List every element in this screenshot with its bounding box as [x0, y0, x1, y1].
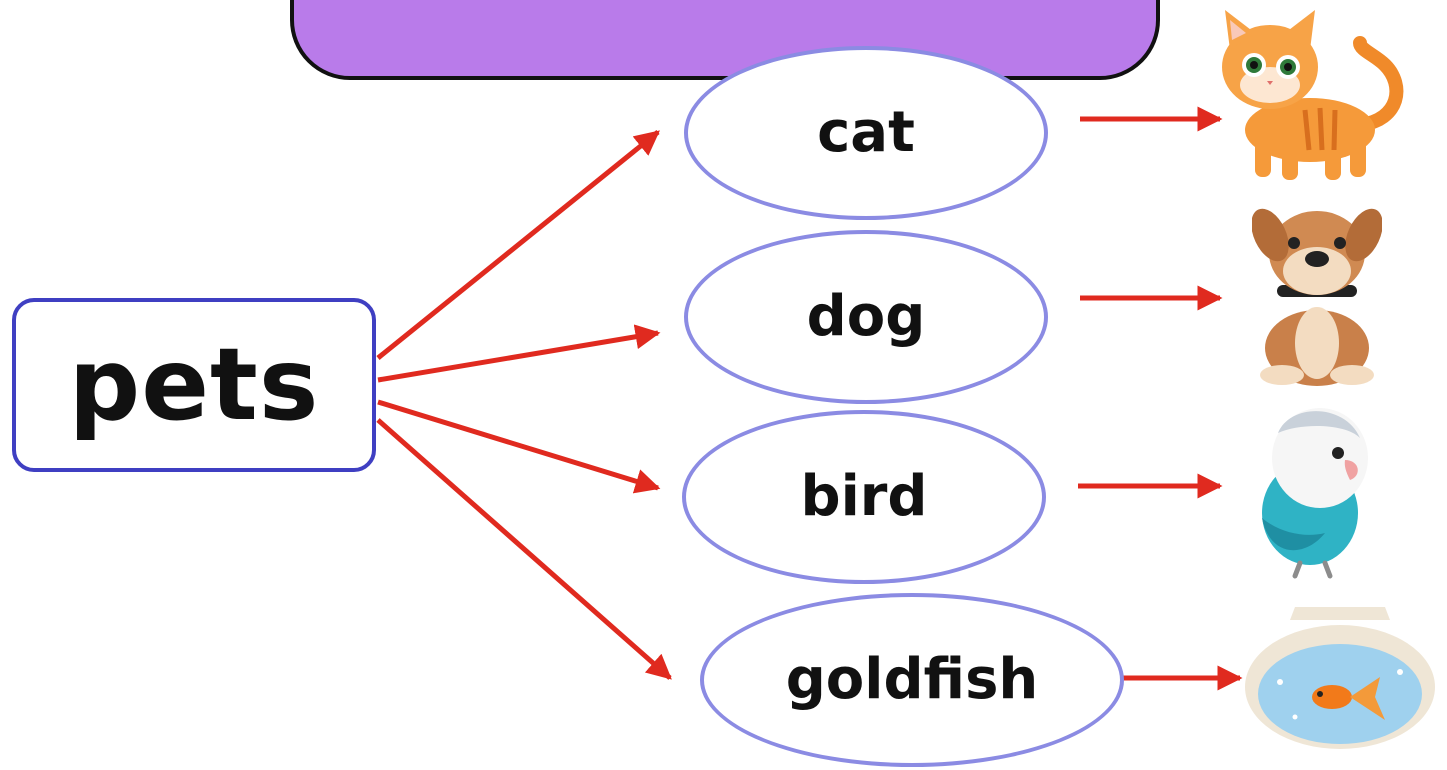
arrow-pets-to-goldfish — [376, 418, 672, 680]
root-node-label: pets — [68, 326, 320, 443]
node-goldfish: goldfish — [700, 593, 1124, 767]
node-bird: bird — [682, 410, 1046, 584]
root-node-pets: pets — [12, 298, 376, 472]
cat-picture — [1222, 10, 1404, 180]
arrow-pets-to-cat — [376, 130, 660, 360]
node-cat-label: cat — [817, 100, 915, 165]
node-goldfish-label: goldfish — [785, 647, 1039, 712]
node-bird-label: bird — [800, 464, 928, 529]
arrow-pets-to-bird — [377, 399, 661, 494]
goldfish-bowl-picture — [1245, 607, 1435, 749]
arrow-pets-to-dog — [377, 324, 661, 383]
node-cat: cat — [684, 46, 1048, 220]
node-dog: dog — [684, 230, 1048, 404]
bird-picture — [1262, 408, 1368, 579]
dog-picture — [1252, 208, 1382, 386]
node-dog-label: dog — [806, 284, 926, 349]
